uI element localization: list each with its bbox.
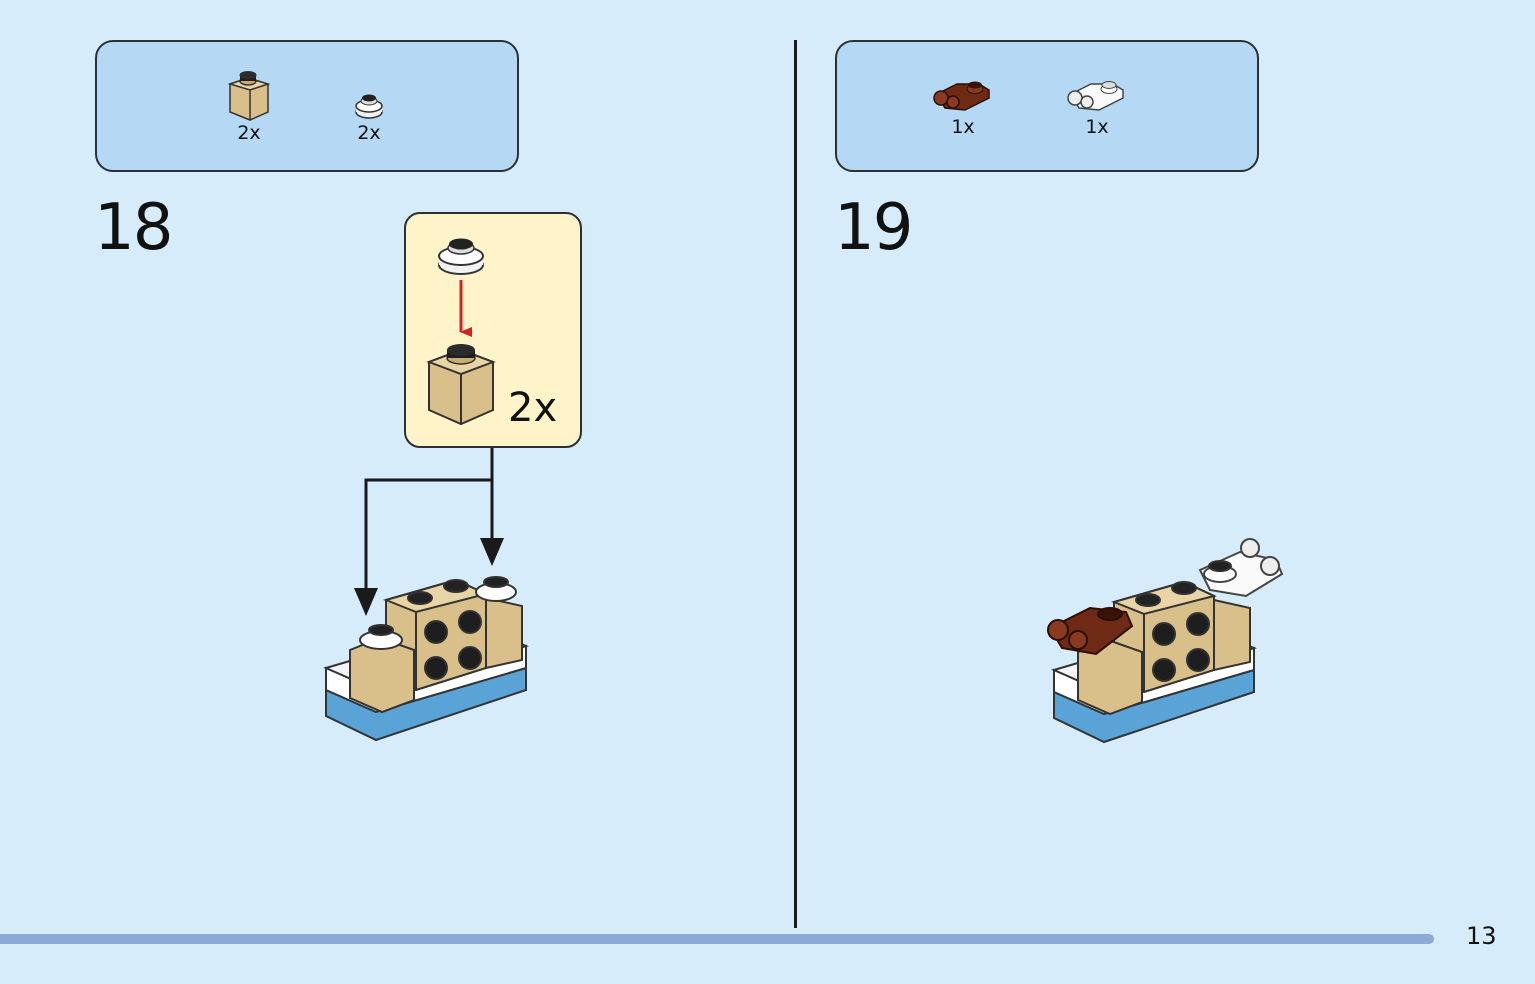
part-white-clip-plate: 1x <box>1057 72 1137 138</box>
part-qty: 2x <box>357 122 381 144</box>
page-number: 13 <box>1466 922 1497 950</box>
progress-bar <box>0 934 1434 944</box>
part-tan-brick: 2x <box>209 68 289 144</box>
page-divider <box>794 40 797 928</box>
parts-list-step-19: 1x 1x <box>835 40 1259 172</box>
step-number: 19 <box>834 191 913 265</box>
arrow-down-icon <box>480 538 504 566</box>
step-number: 18 <box>94 191 173 265</box>
part-brown-clip-plate: 1x <box>923 72 1003 138</box>
part-qty: 1x <box>1085 116 1109 138</box>
assembly-arrows <box>364 448 494 590</box>
part-qty: 1x <box>951 116 975 138</box>
white-round-plate-icon <box>355 94 383 119</box>
callout-round-plate-icon <box>438 238 484 275</box>
callout-quantity: 2x <box>508 385 558 431</box>
parts-list-step-18: 2x 2x <box>95 40 519 172</box>
step-18-model <box>323 576 529 742</box>
arrow-down-icon <box>354 588 378 616</box>
tan-brick-icon <box>227 71 271 121</box>
white-clip-plate-icon <box>1067 81 1124 111</box>
callout-tan-brick-icon <box>426 344 496 426</box>
brown-clip-plate-icon <box>933 81 990 111</box>
part-qty: 2x <box>237 122 261 144</box>
step-19-model <box>1047 538 1284 744</box>
part-white-round-plate: 2x <box>329 92 409 144</box>
